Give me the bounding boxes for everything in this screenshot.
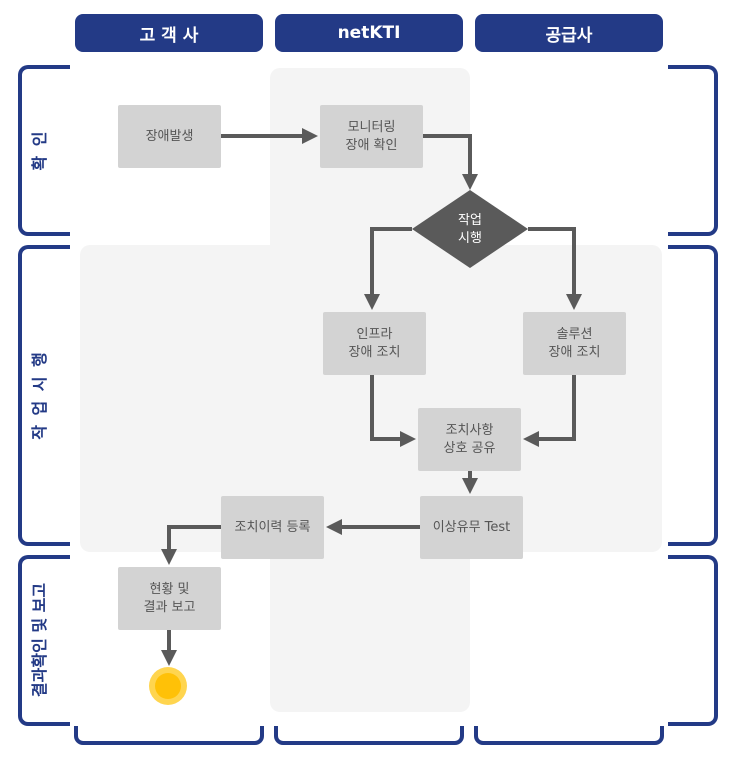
arrow (423, 134, 478, 190)
arrow (364, 227, 412, 310)
node-incident: 장애발생 (118, 105, 221, 168)
row-bracket (668, 65, 718, 236)
row-bracket (18, 555, 70, 726)
arrow (523, 375, 576, 447)
row-bracket (18, 65, 70, 236)
column-header-netkti: netKTI (275, 14, 463, 52)
row-bracket (18, 245, 70, 546)
decision-label: 작업 시행 (458, 213, 482, 246)
column-bracket (274, 726, 464, 745)
node-report: 현황 및 결과 보고 (118, 567, 221, 630)
arrow (528, 227, 582, 310)
node-share: 조치사항 상호 공유 (418, 408, 521, 471)
column-header-supplier: 공급사 (475, 14, 663, 52)
arrow (161, 525, 221, 565)
node-history: 조치이력 등록 (221, 496, 324, 559)
node-solution-fix: 솔루션 장애 조치 (523, 312, 626, 375)
arrow (370, 375, 416, 447)
decision-diamond (412, 190, 528, 268)
row-bracket (668, 555, 718, 726)
column-bracket (74, 726, 264, 745)
column-bracket (474, 726, 664, 745)
column-header-customer: 고 객 사 (75, 14, 263, 52)
row-bracket (668, 245, 718, 546)
node-monitoring: 모니터링 장애 확인 (320, 105, 423, 168)
end-node-inner (155, 673, 181, 699)
node-test: 이상유무 Test (420, 496, 523, 559)
node-infra-fix: 인프라 장애 조치 (323, 312, 426, 375)
